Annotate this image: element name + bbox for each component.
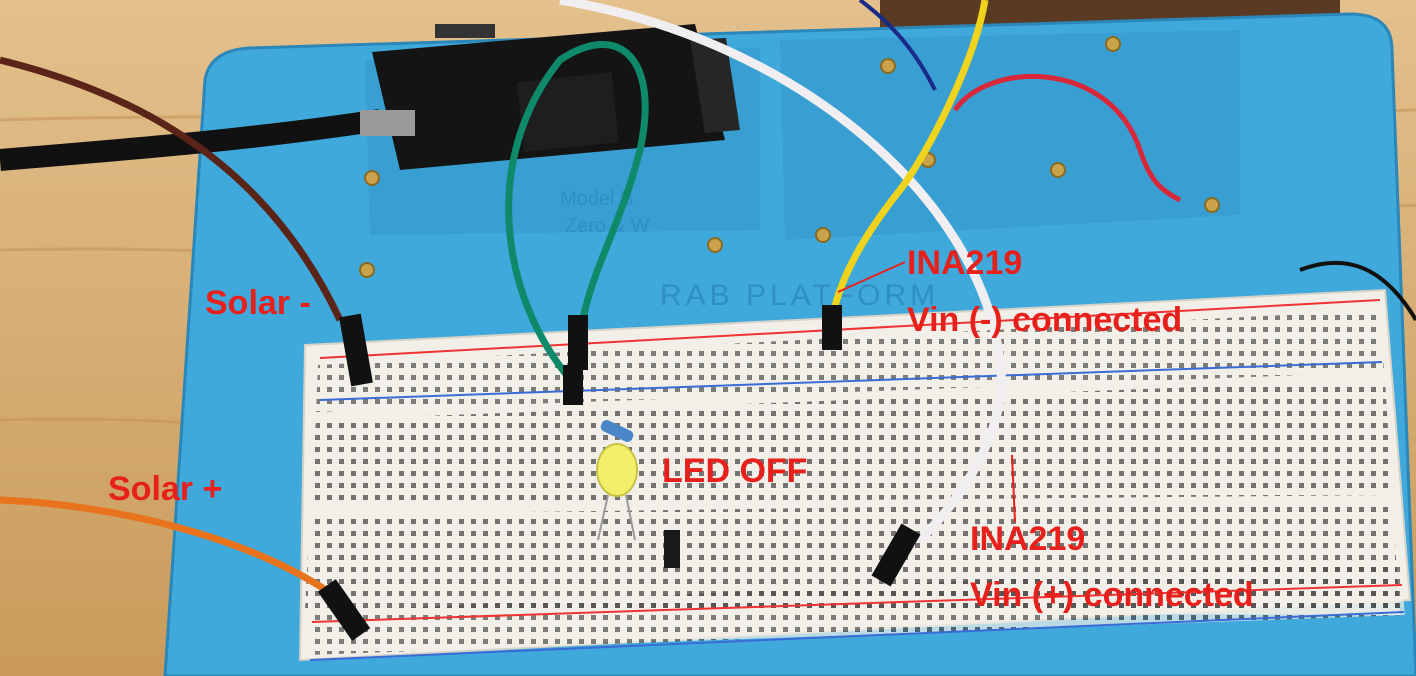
ina219-positive-title: INA219: [970, 520, 1086, 558]
platform-model-engraving-1: Model B: [560, 188, 633, 210]
solar-minus-label: Solar -: [205, 284, 311, 322]
usb-cable: [0, 109, 382, 171]
platform-model-engraving-2: Zero & W: [565, 215, 650, 237]
ina219-positive-description: Vin (+) connected: [970, 576, 1254, 614]
led-off-label: LED OFF: [662, 452, 808, 490]
brown-wire: [0, 56, 344, 322]
white-wire: [559, 0, 1006, 544]
green-wire: [505, 41, 649, 388]
diode: [664, 530, 680, 568]
platform-brand-engraving: RAB PLATFORM: [660, 279, 939, 312]
ina219-negative-description: Vin (-) connected: [907, 301, 1183, 339]
red-wire: [952, 73, 1182, 203]
led: [596, 443, 638, 541]
resistor: [600, 420, 634, 442]
solar-plus-label: Solar +: [108, 470, 223, 508]
yellow-wire: [829, 0, 989, 316]
orange-wire: [0, 496, 343, 603]
ina219-negative-title: INA219: [907, 244, 1023, 282]
